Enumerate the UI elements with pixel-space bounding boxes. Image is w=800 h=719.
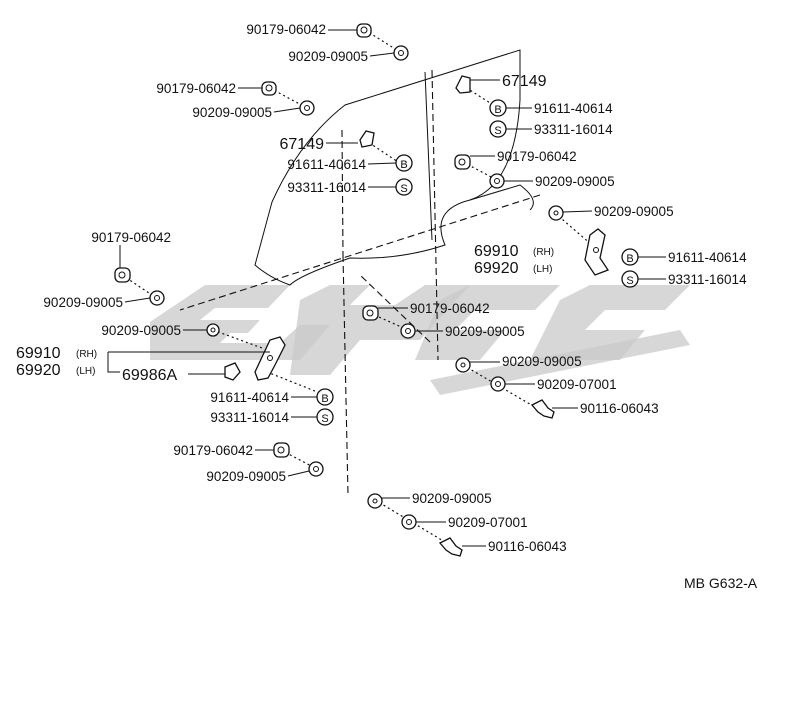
symbol-s-g: S [489, 120, 507, 138]
label-e2-lh-side: (LH) [76, 366, 95, 377]
guide-line-horizontal [179, 194, 541, 311]
label-a1: 90179-06042 [246, 22, 326, 37]
leader-lines [107, 29, 666, 547]
part-90116-06043-bolt-j [438, 537, 463, 557]
label-h4: 93311-16014 [668, 272, 747, 287]
part-90209-09005-a [393, 45, 409, 61]
part-90209-09005-h [548, 205, 564, 221]
label-e2-lh: 69920 [16, 362, 61, 379]
part-90209-07001-i [490, 376, 506, 392]
part-69910-bracket-h [584, 228, 609, 276]
part-90209-07001-j [401, 514, 417, 530]
part-90179-06042-i [362, 305, 379, 321]
label-e5: 93311-16014 [210, 410, 289, 425]
label-j3: 90116-06043 [488, 539, 567, 554]
label-d1: 90179-06042 [91, 230, 171, 245]
svg-text:B: B [400, 159, 407, 171]
label-i3: 90209-09005 [502, 354, 582, 369]
guide-line-front [431, 69, 439, 361]
part-69986a-e [224, 362, 241, 381]
glass-edge-line [424, 71, 433, 241]
symbol-b-c: B [395, 154, 413, 172]
label-b2: 90209-09005 [192, 105, 272, 120]
label-j2: 90209-07001 [448, 515, 528, 530]
part-90179-06042-b [261, 81, 277, 96]
label-f2: 90209-09005 [206, 469, 286, 484]
part-90209-09005-i [400, 323, 416, 339]
part-90209-09005-f [308, 461, 324, 477]
part-90179-06042-f [273, 442, 290, 458]
label-h3: 91611-40614 [668, 250, 747, 265]
svg-text:B: B [321, 393, 328, 405]
label-c3: 93311-16014 [287, 180, 366, 195]
label-j1: 90209-09005 [412, 491, 492, 506]
part-67149-clip-g [455, 75, 471, 94]
part-90209-09005-i2 [455, 357, 471, 373]
part-69910-bracket-e [254, 336, 286, 381]
label-g3: 93311-16014 [534, 122, 613, 137]
label-h2-lh-side: (LH) [533, 264, 552, 275]
label-g1: 67149 [502, 73, 547, 90]
label-d2: 90209-09005 [43, 295, 123, 310]
label-g5: 90209-09005 [535, 174, 615, 189]
label-e3: 69986A [122, 367, 177, 384]
label-h2-rh-side: (RH) [533, 247, 554, 258]
guide-line-upper [341, 129, 344, 256]
label-a2: 90209-09005 [288, 49, 368, 64]
label-i1: 90179-06042 [410, 301, 490, 316]
symbol-s-h: S [621, 270, 639, 288]
symbol-b-g: B [489, 99, 507, 117]
label-i5: 90116-06043 [580, 401, 659, 416]
part-90209-09005-g [489, 173, 505, 189]
label-e2-rh-side: (RH) [76, 349, 97, 360]
label-c1: 67149 [280, 136, 325, 153]
label-e1: 90209-09005 [101, 323, 181, 338]
door-glass-outline [254, 49, 521, 286]
label-h1: 90209-09005 [594, 204, 674, 219]
label-e2-rh: 69910 [16, 345, 61, 362]
part-90209-09005-b [299, 100, 315, 116]
symbol-s-e: S [316, 408, 334, 426]
part-90179-06042-a [356, 23, 372, 38]
part-90116-06043-bolt-i [530, 399, 555, 419]
svg-text:S: S [400, 183, 407, 195]
label-h2-rh: 69910 [474, 243, 519, 260]
guide-line-center [342, 254, 349, 496]
label-i4: 90209-07001 [537, 377, 617, 392]
label-c2: 91611-40614 [287, 157, 366, 172]
part-90209-09005-d [149, 290, 165, 306]
part-90179-06042-d [114, 267, 131, 283]
label-i2: 90209-09005 [445, 324, 525, 339]
label-b1: 90179-06042 [156, 81, 236, 96]
label-h2-lh: 69920 [474, 260, 519, 277]
glass-edge-lower [469, 184, 534, 211]
symbol-s-c: S [395, 178, 413, 196]
diagram-reference-code: MB G632-A [684, 575, 758, 591]
svg-text:S: S [494, 125, 501, 137]
label-e4: 91611-40614 [210, 390, 289, 405]
part-90209-09005-j [367, 493, 383, 509]
svg-text:B: B [626, 253, 633, 265]
symbol-b-e: B [316, 388, 334, 406]
label-g2: 91611-40614 [534, 101, 613, 116]
part-90179-06042-g [454, 154, 471, 170]
svg-text:S: S [626, 275, 633, 287]
symbol-b-h: B [621, 248, 639, 266]
label-f1: 90179-06042 [173, 443, 253, 458]
svg-text:S: S [321, 413, 328, 425]
part-90209-09005-e [206, 323, 220, 337]
label-g4: 90179-06042 [497, 149, 577, 164]
svg-text:B: B [494, 104, 501, 116]
part-67149-clip-c [359, 130, 375, 148]
